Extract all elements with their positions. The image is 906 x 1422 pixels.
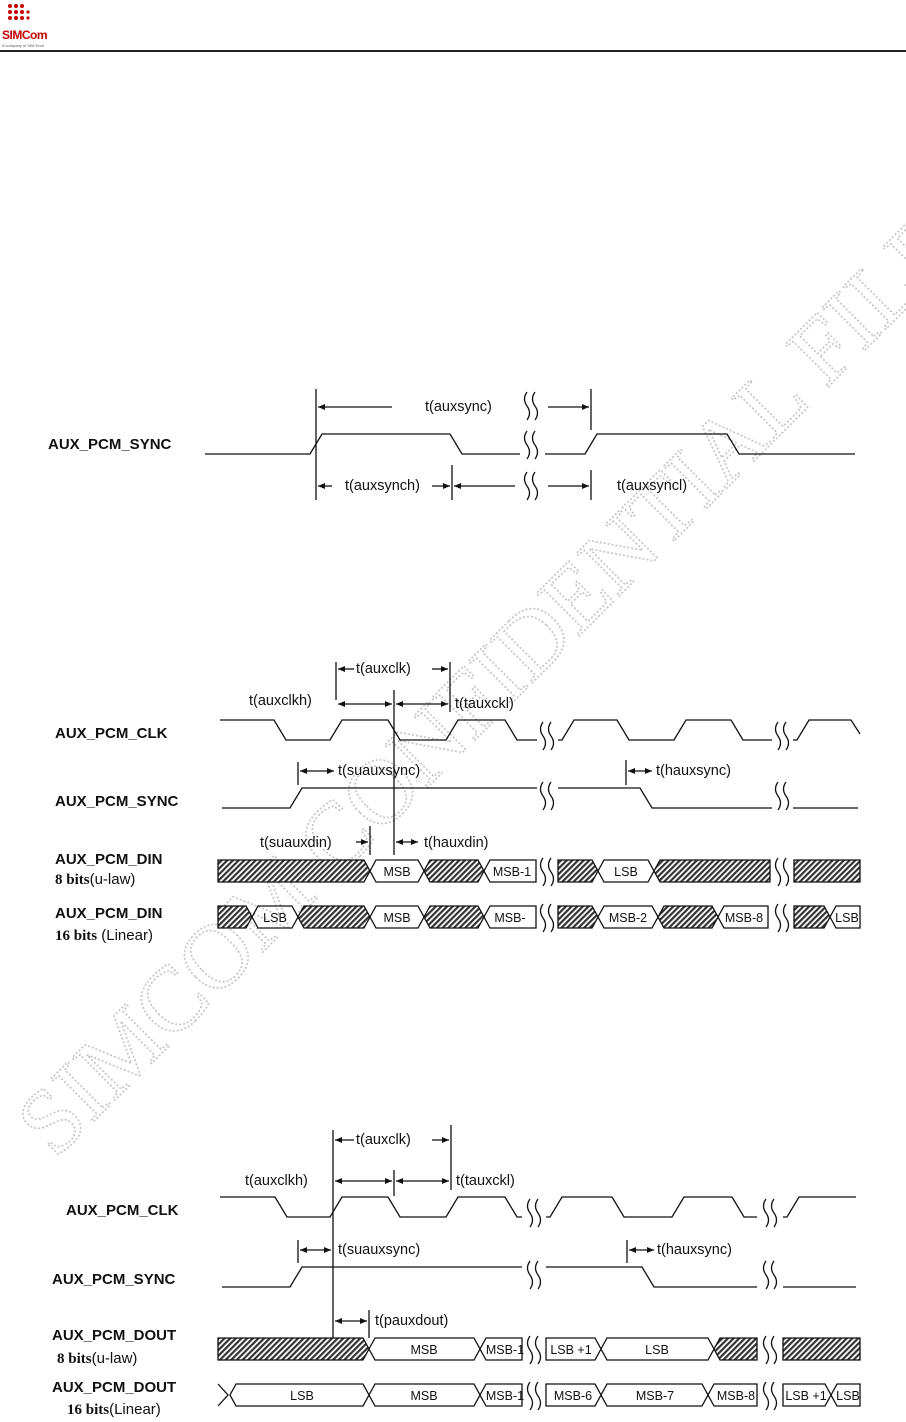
sync-signal-label: AUX_PCM_SYNC <box>48 436 172 453</box>
din8-sub-rest: (u-law) <box>90 871 136 888</box>
din16-bit-lsb-end: LSB <box>835 911 859 925</box>
din16-bit-msb-2: MSB-2 <box>609 911 647 925</box>
dout8-bus <box>217 1337 861 1361</box>
din16-sub-bold: 16 bits <box>55 928 97 944</box>
din8-bit-msb: MSB <box>383 865 410 879</box>
break-mark <box>523 391 539 421</box>
dout-t-auxclkh-label: t(auxclkh) <box>245 1173 308 1189</box>
din-break-marks <box>539 721 790 933</box>
din-clk-signal-label: AUX_PCM_CLK <box>55 725 168 742</box>
dout16-sub-rest: (Linear) <box>109 1401 161 1418</box>
dout16-bus <box>217 1383 861 1407</box>
break-mark <box>523 471 539 501</box>
dout16-sub-bold: 16 bits <box>67 1402 109 1418</box>
logo-text: SIMCom <box>2 28 48 42</box>
dout8-signal-label: AUX_PCM_DOUT <box>52 1327 176 1344</box>
sync-waveform <box>205 433 855 455</box>
dout-sync-waveform <box>222 1266 856 1288</box>
sync-diagram: AUX_PCM_SYNC t(auxsync) t(auxsynch) t(au… <box>48 389 855 501</box>
svg-text:16 bits (Linear): 16 bits (Linear) <box>55 927 153 944</box>
break-mark <box>523 430 539 460</box>
dout-t-auxclk-label: t(auxclk) <box>356 1132 411 1148</box>
din8-bit-msb-1: MSB-1 <box>493 865 531 879</box>
din-diagram: AUX_PCM_CLK AUX_PCM_SYNC AUX_PCM_DIN 8 b… <box>55 661 861 944</box>
dout-sync-signal-label: AUX_PCM_SYNC <box>52 1271 176 1288</box>
din16-bit-msb-8: MSB-8 <box>725 911 763 925</box>
din-t-suauxdin-label: t(suauxdin) <box>260 835 332 851</box>
din-t-auxclkh-label: t(auxclkh) <box>249 693 312 709</box>
dout16-bit-msb-6: MSB-6 <box>554 1389 592 1403</box>
dout-t-tauxckl-label: t(tauxckl) <box>456 1173 515 1189</box>
din8-bit-lsb: LSB <box>614 865 638 879</box>
dout-t-hauxsync-label: t(hauxsync) <box>657 1242 732 1258</box>
dout16-bit-lsb-end: LSB <box>836 1389 860 1403</box>
din8-bus <box>217 859 861 883</box>
dout-t-suauxsync-label: t(suauxsync) <box>338 1242 420 1258</box>
dout-clk-signal-label: AUX_PCM_CLK <box>66 1202 179 1219</box>
dout16-bit-msb-1: MSB-1 <box>486 1389 524 1403</box>
din16-signal-label: AUX_PCM_DIN <box>55 905 163 922</box>
dout-t-pauxdout-label: t(pauxdout) <box>375 1313 448 1329</box>
logo-tagline: A company of SIM Tech <box>2 43 44 48</box>
dout16-bit-msb: MSB <box>410 1389 437 1403</box>
din8-sub-bold: 8 bits <box>55 872 90 888</box>
din8-signal-label: AUX_PCM_DIN <box>55 851 163 868</box>
din16-bit-lsb: LSB <box>263 911 287 925</box>
svg-text:8 bits(u-law): 8 bits(u-law) <box>57 1350 137 1367</box>
logo-dots-icon <box>8 4 30 20</box>
svg-text:16 bits(Linear): 16 bits(Linear) <box>67 1401 161 1418</box>
din16-bit-msb-minus: MSB- <box>494 911 525 925</box>
t-auxsyncl-label: t(auxsyncl) <box>617 478 687 494</box>
dout8-bit-msb-1: MSB-1 <box>486 1343 524 1357</box>
dout16-bit-lsb: LSB <box>290 1389 314 1403</box>
watermark: SIMCOM CONFIDENTIAL FILE <box>0 194 906 1174</box>
dout-break-marks <box>526 1198 778 1411</box>
dout16-signal-label: AUX_PCM_DOUT <box>52 1379 176 1396</box>
dout-diagram: AUX_PCM_CLK AUX_PCM_SYNC AUX_PCM_DOUT 8 … <box>52 1125 861 1418</box>
din-t-auxclk-label: t(auxclk) <box>356 661 411 677</box>
dout-clk-waveform <box>220 1196 856 1218</box>
din-t-suauxsync-label: t(suauxsync) <box>338 763 420 779</box>
header-divider <box>0 50 906 52</box>
din16-bit-msb: MSB <box>383 911 410 925</box>
dout16-bit-msb-7: MSB-7 <box>636 1389 674 1403</box>
dout16-bit-msb-8: MSB-8 <box>717 1389 755 1403</box>
dout8-bit-lsb: LSB <box>645 1343 669 1357</box>
dout8-bit-msb: MSB <box>410 1343 437 1357</box>
din16-sub-rest: (Linear) <box>97 927 153 944</box>
dout8-sub-bold: 8 bits <box>57 1351 92 1367</box>
dout8-bit-lsb-plus-1: LSB +1 <box>550 1343 591 1357</box>
din-t-hauxdin-label: t(hauxdin) <box>424 835 488 851</box>
din16-bus <box>217 905 861 929</box>
din-t-hauxsync-label: t(hauxsync) <box>656 763 731 779</box>
din-sync-waveform <box>222 787 858 809</box>
din-t-tauxckl-label: t(tauxckl) <box>455 696 514 712</box>
t-auxsynch-label: t(auxsynch) <box>345 478 420 494</box>
din-sync-signal-label: AUX_PCM_SYNC <box>55 793 179 810</box>
t-auxsync-label: t(auxsync) <box>425 399 492 415</box>
dout16-bit-lsb-plus-1: LSB +1 <box>785 1389 826 1403</box>
simcom-logo: SIMCom A company of SIM Tech <box>2 2 72 48</box>
dout8-sub-rest: (u-law) <box>92 1350 138 1367</box>
svg-text:8 bits(u-law): 8 bits(u-law) <box>55 871 135 888</box>
